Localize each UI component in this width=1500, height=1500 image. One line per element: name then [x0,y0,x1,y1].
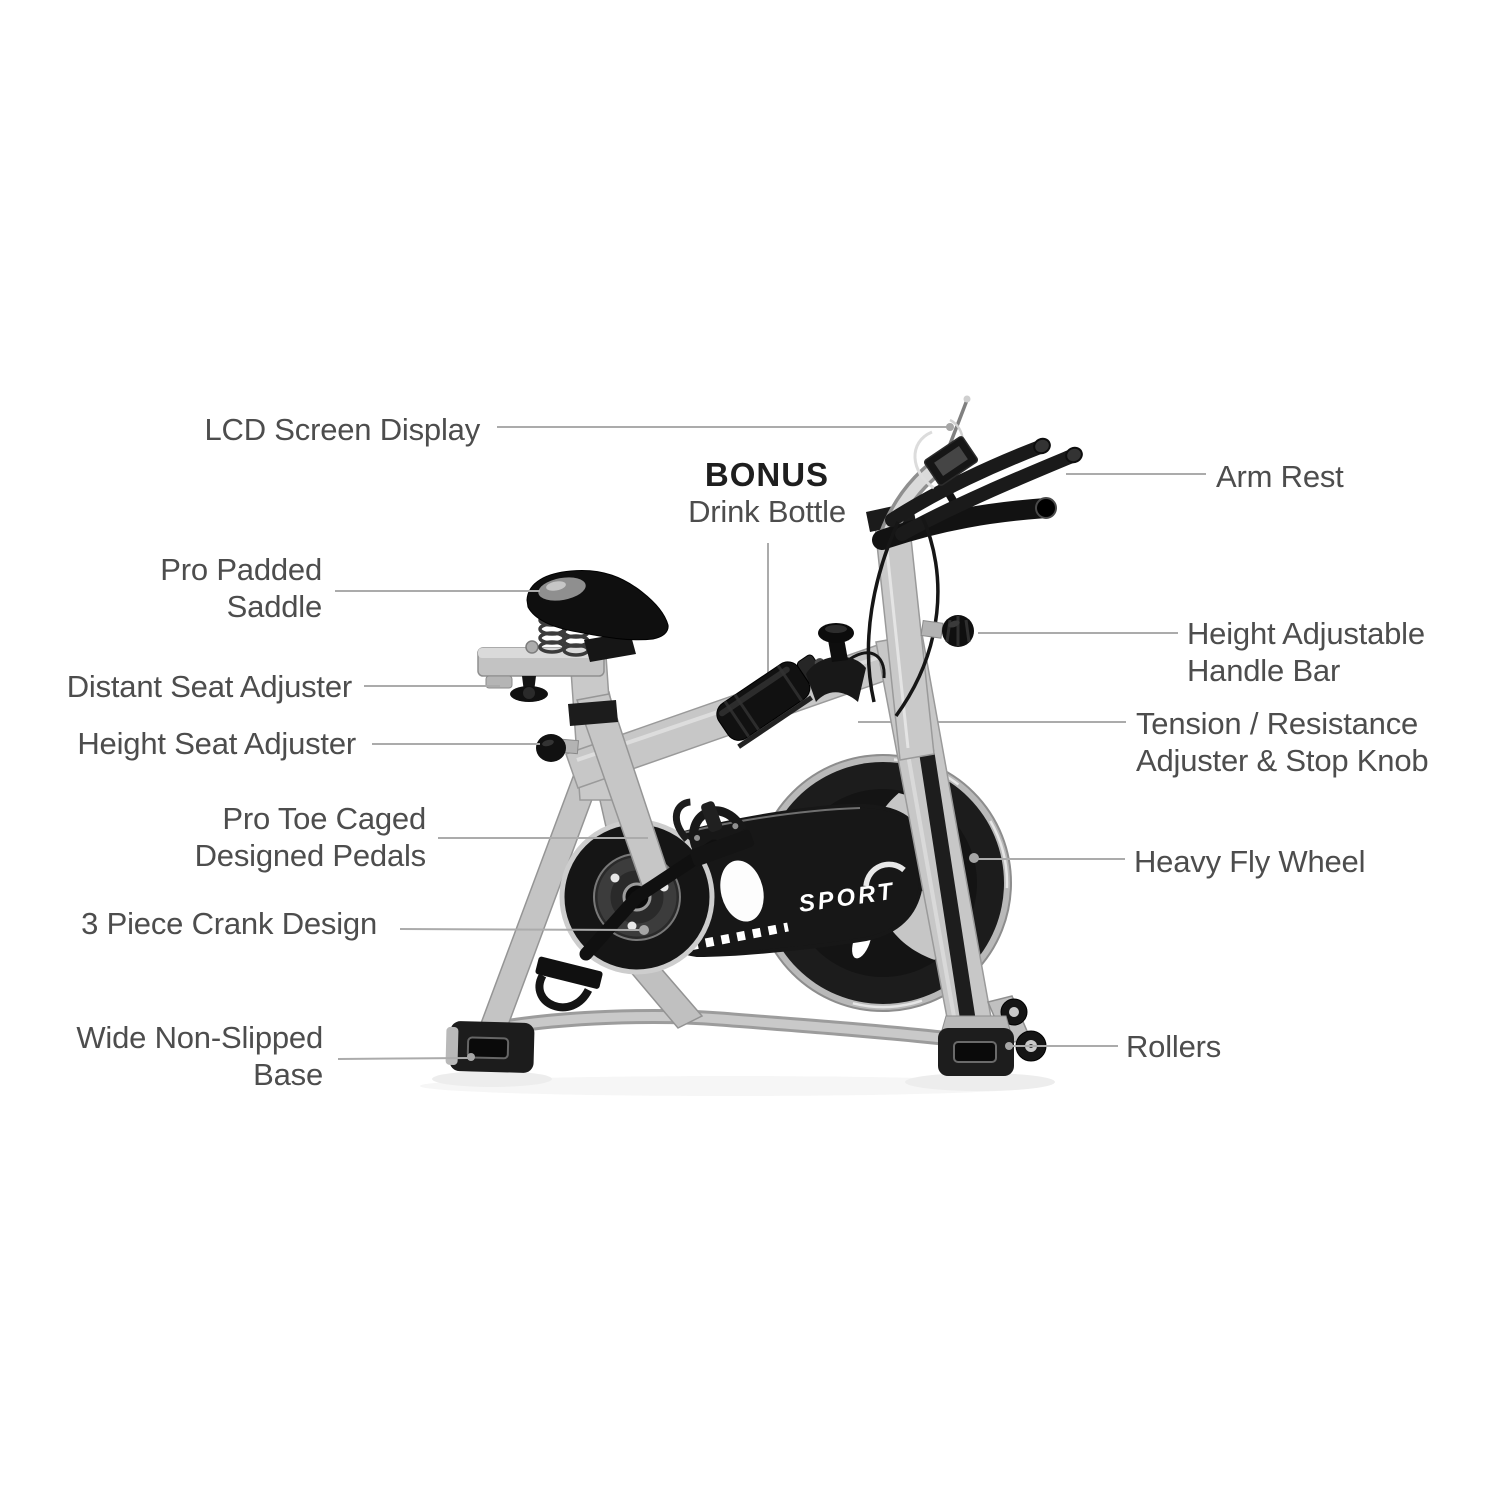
seat-post-clamp [568,700,618,726]
label-tension-resistance-knob: Tension / Resistance Adjuster & Stop Kno… [1136,706,1429,778]
pedal-front [630,798,755,904]
label-wide-non-slipped-base: Wide Non-Slipped Base [76,1020,323,1092]
cables [845,515,940,718]
handlebar-height-knob [920,615,974,647]
label-heavy-fly-wheel: Heavy Fly Wheel [1134,844,1366,879]
label-pro-padded-saddle: Pro Padded Saddle [160,552,322,624]
leader-base [337,1057,469,1060]
label-height-seat-adjuster: Height Seat Adjuster [77,726,356,761]
label-lcd-screen-display: LCD Screen Display [204,412,480,447]
distant-seat-knob [510,676,548,702]
rear-foot [938,1015,1014,1076]
height-seat-knob [536,734,580,762]
label-pro-toe-caged-pedals: Pro Toe Caged Designed Pedals [194,801,427,873]
leader-lines [335,426,1206,1060]
label-arm-rest: Arm Rest [1216,459,1344,494]
tension-knob [806,623,866,702]
pedal-rear [535,890,644,1012]
leader-crank [399,928,641,931]
label-distant-seat-adjuster: Distant Seat Adjuster [66,669,352,704]
ground-shadow [420,1071,1055,1096]
saddle [526,569,669,641]
label-3-piece-crank: 3 Piece Crank Design [81,906,377,941]
lcd-display [913,395,979,490]
label-rollers: Rollers [1126,1029,1222,1064]
handlebar-post [866,502,935,761]
front-foot [445,1021,535,1073]
label-height-adjustable-handlebar: Height Adjustable Handle Bar [1187,616,1425,688]
brake-strip [918,743,977,1032]
leader-dots [467,423,1013,1061]
label-bonus-drink-bottle: BONUS Drink Bottle [688,456,846,529]
arm-rest-bars [885,437,1083,541]
guard-cutout [720,860,764,922]
